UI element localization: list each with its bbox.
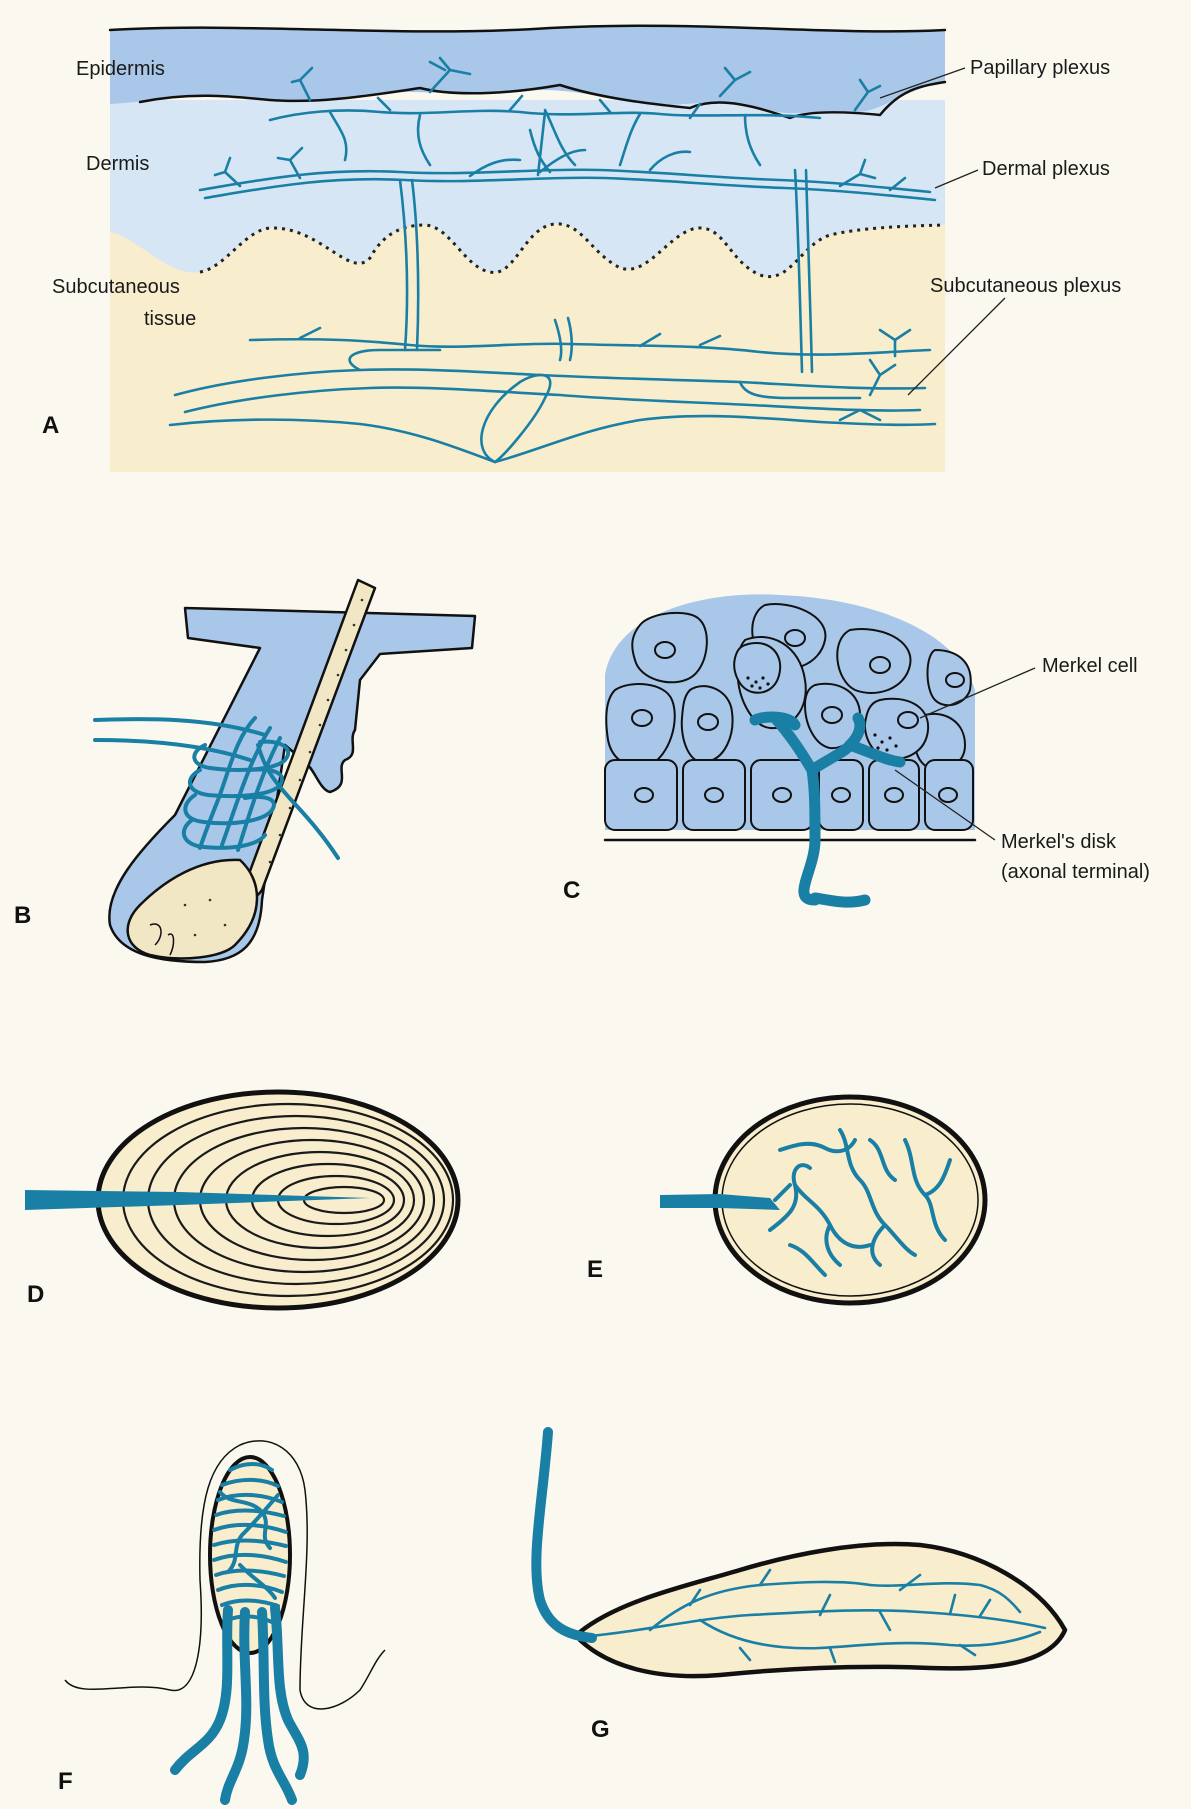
merkel-cell-upper [734,643,780,693]
panel-a: Epidermis Dermis Subcutaneous tissue Pap… [42,26,1121,472]
ruffini-axon [536,1432,592,1638]
panel-letter-g: G [591,1716,610,1743]
panel-d: D [25,1092,458,1308]
label-merkel-cell: Merkel cell [1042,655,1138,677]
panel-e: E [587,1097,985,1303]
label-subcutaneous-line2: tissue [144,308,196,330]
label-merkels-disk-line1: Merkel's disk [1001,831,1117,853]
label-subcutaneous-plexus: Subcutaneous plexus [930,275,1121,297]
label-epidermis: Epidermis [76,58,165,80]
panel-letter-b: B [14,902,31,929]
panel-letter-a: A [42,412,59,439]
panel-f: F [58,1441,385,1800]
label-merkels-disk-line2: (axonal terminal) [1001,861,1150,883]
panel-letter-f: F [58,1768,73,1795]
label-papillary-plexus: Papillary plexus [970,57,1110,79]
panel-letter-d: D [27,1281,44,1308]
basal-cell-row [605,760,973,830]
label-dermis: Dermis [86,153,149,175]
panel-g: G [536,1432,1065,1743]
panel-b: B [14,580,475,962]
label-subcutaneous-line1: Subcutaneous [52,276,180,298]
panel-c: Merkel cell Merkel's disk (axonal termin… [563,594,1150,904]
panel-letter-e: E [587,1256,603,1283]
panel-letter-c: C [563,877,580,904]
label-dermal-plexus: Dermal plexus [982,158,1110,180]
